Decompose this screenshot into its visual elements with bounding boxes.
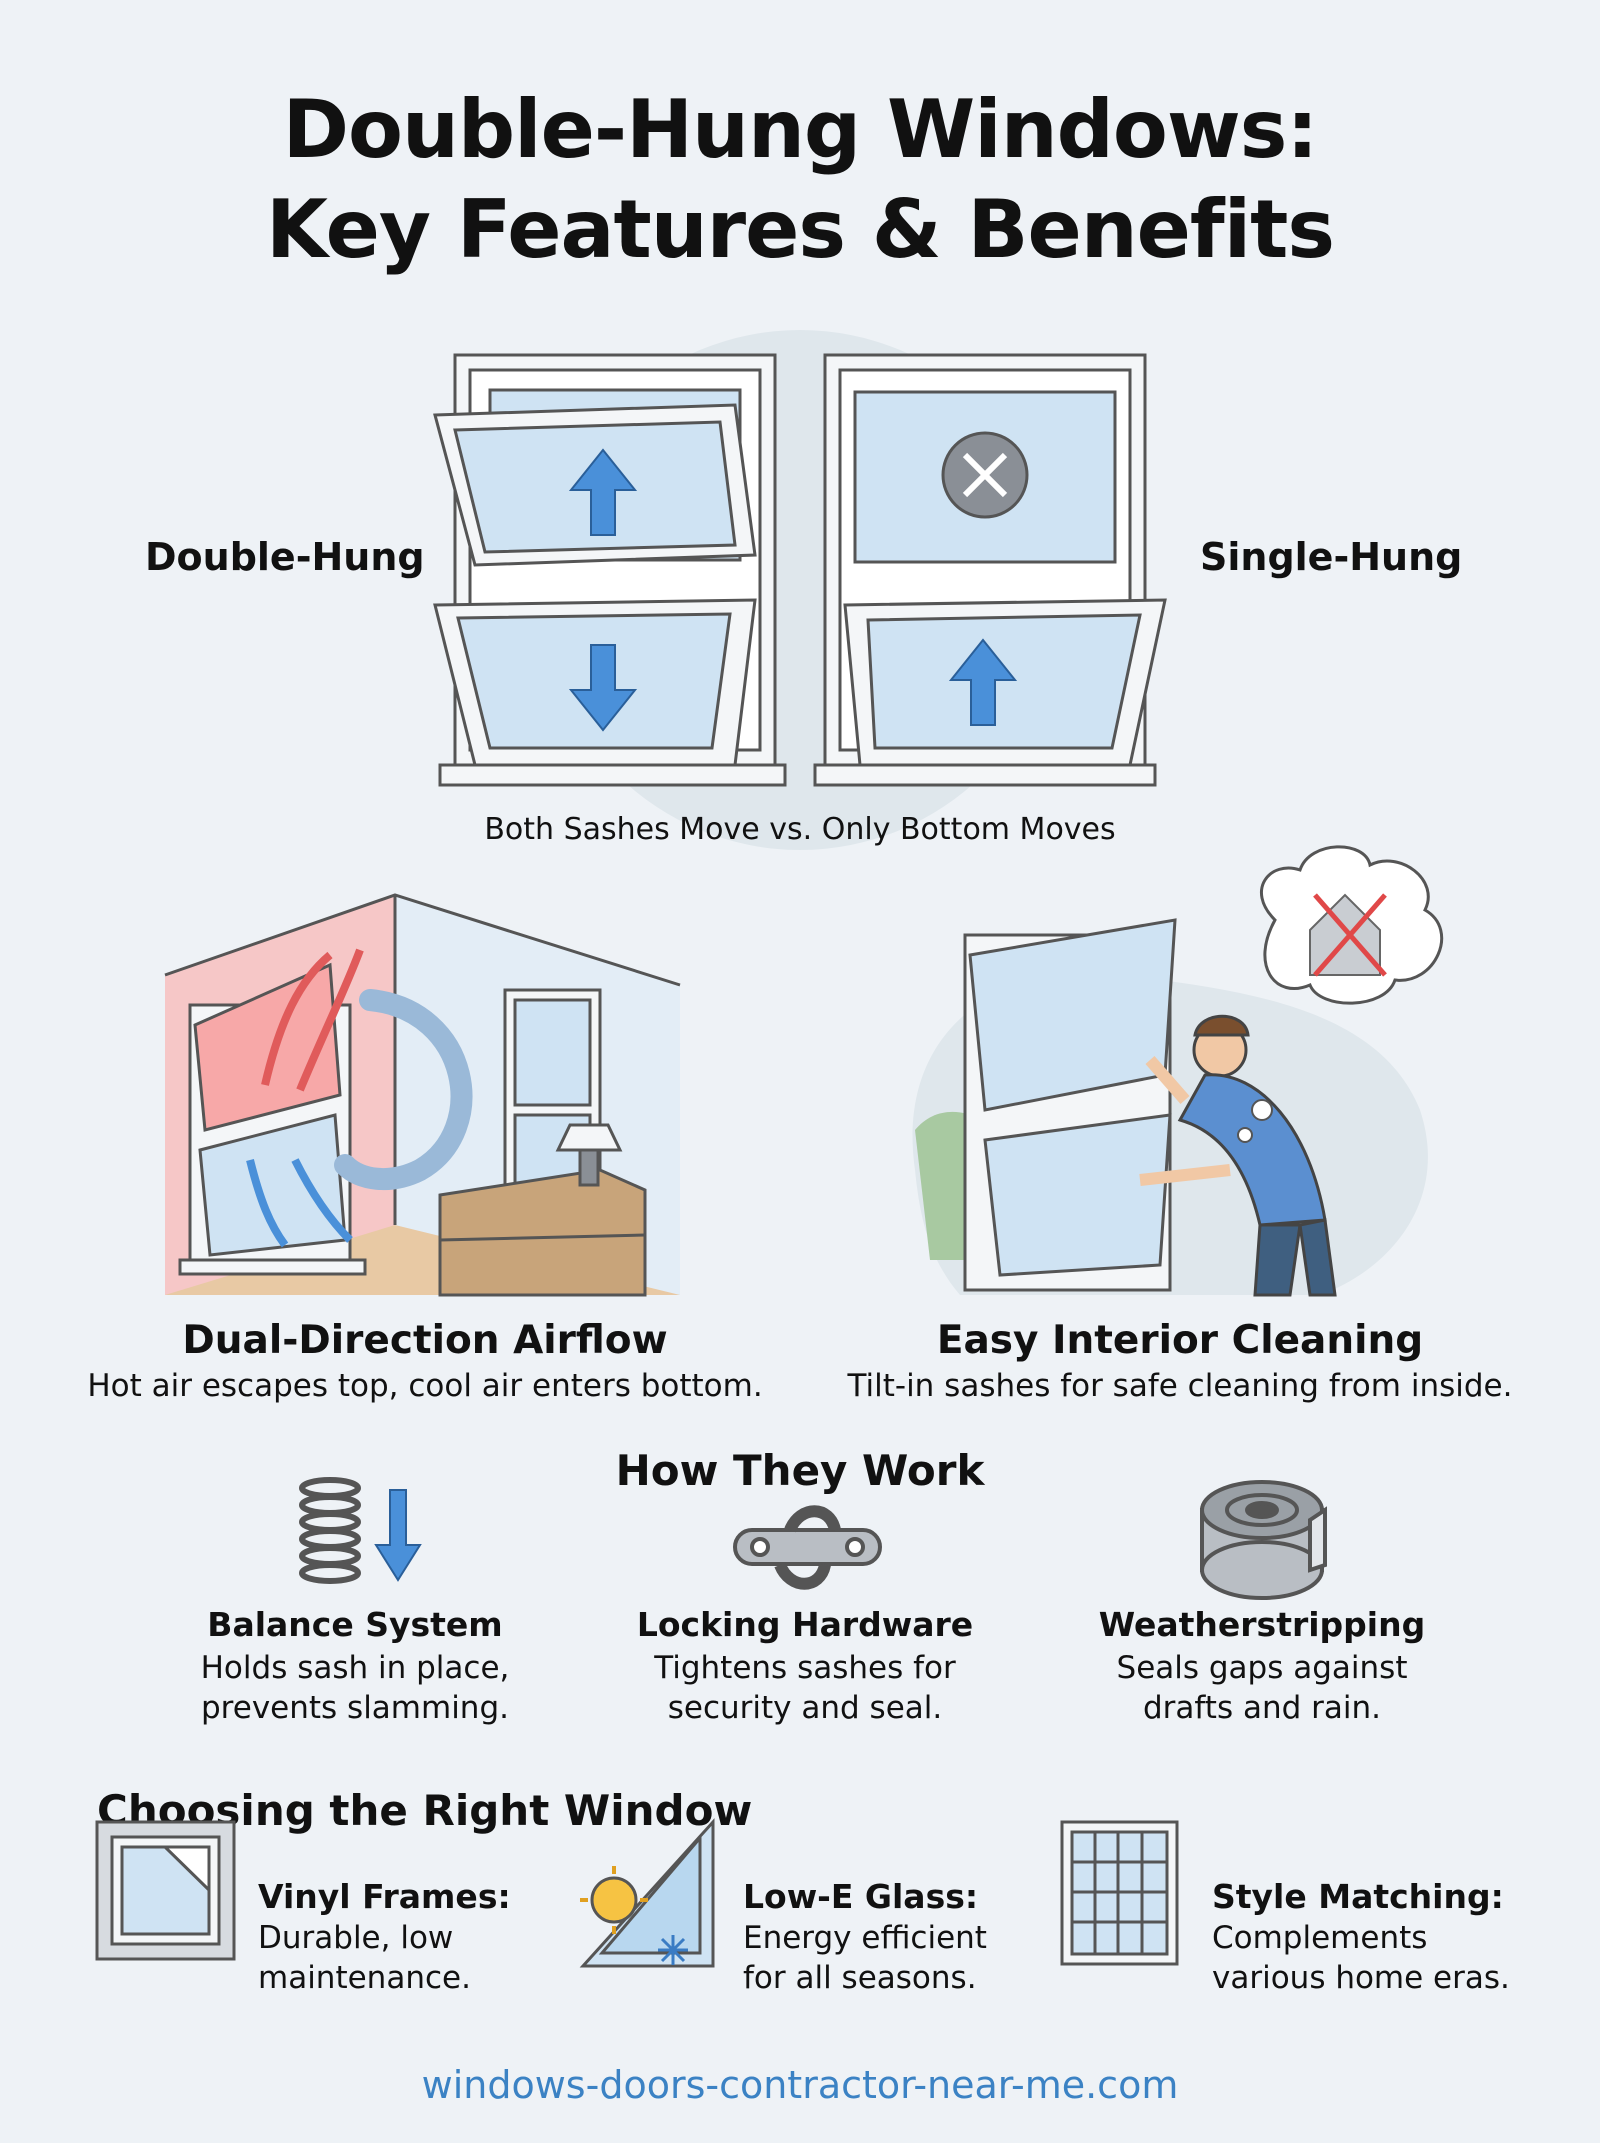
low-e-glass-desc-line-2: for all seasons. xyxy=(743,1960,977,1996)
weatherstrip-roll-icon xyxy=(1200,1480,1327,1600)
down-arrow-icon xyxy=(568,644,638,732)
low-e-glass-desc: Energy efficient for all seasons. xyxy=(743,1918,987,1998)
person-cleaning-icon xyxy=(1139,1014,1337,1297)
locking-hardware-desc: Tightens sashes for security and seal. xyxy=(605,1648,1005,1728)
house-icon xyxy=(1309,893,1381,976)
balance-system-desc-line-2: prevents slamming. xyxy=(201,1690,509,1726)
single-hung-up-arrow-icon xyxy=(948,638,1018,726)
style-matching-desc: Complements various home eras. xyxy=(1212,1918,1510,1998)
how-they-work-icons xyxy=(299,1477,1327,1600)
style-matching-desc-line-2: various home eras. xyxy=(1212,1960,1510,1996)
grid-window-icon xyxy=(1060,1820,1179,1966)
vinyl-frames-desc: Durable, low maintenance. xyxy=(258,1918,471,1998)
up-arrow-icon xyxy=(568,448,638,536)
choosing-icons xyxy=(95,1818,1179,1968)
weatherstripping-desc: Seals gaps against drafts and rain. xyxy=(1062,1648,1462,1728)
airflow-room-illustration xyxy=(164,893,681,1297)
locking-hardware-title: Locking Hardware xyxy=(636,1605,974,1644)
balance-system-desc-line-1: Holds sash in place, xyxy=(200,1650,510,1686)
double-hung-window-icon xyxy=(433,353,787,787)
double-hung-label: Double-Hung xyxy=(145,535,425,579)
spring-down-arrow-icon xyxy=(374,1489,422,1582)
weatherstripping-desc-line-1: Seals gaps against xyxy=(1116,1650,1408,1686)
title-line-2: Key Features & Benefits xyxy=(265,183,1335,276)
double-hung-arrows xyxy=(568,448,638,732)
balance-system-title: Balance System xyxy=(207,1605,503,1644)
feature-desc-airflow: Hot air escapes top, cool air enters bot… xyxy=(87,1368,763,1404)
circulation-arrow-icon xyxy=(334,989,473,1191)
vinyl-frames-title: Vinyl Frames: xyxy=(258,1877,511,1916)
window-comparison-illustration xyxy=(433,330,1167,850)
interior-cleaning-illustration xyxy=(912,845,1444,1297)
footer-website-link[interactable]: windows-doors-contractor-near-me.com xyxy=(421,2063,1179,2107)
vinyl-frame-icon xyxy=(95,1820,236,1961)
thought-bubble-icon xyxy=(1237,845,1444,1143)
snowflake-icon xyxy=(658,1935,688,1965)
balance-system-desc: Holds sash in place, prevents slamming. xyxy=(155,1648,555,1728)
locking-hardware-desc-line-2: security and seal. xyxy=(667,1690,943,1726)
low-e-glass-title: Low-E Glass: xyxy=(743,1877,979,1916)
style-matching-title: Style Matching: xyxy=(1212,1877,1504,1916)
locking-hardware-desc-line-1: Tightens sashes for xyxy=(654,1650,956,1686)
page-title: Double-Hung Windows: Key Features & Bene… xyxy=(0,80,1600,280)
feature-title-airflow: Dual-Direction Airflow xyxy=(182,1318,668,1363)
cool-air-arrows-icon xyxy=(246,1158,353,1248)
hot-air-arrows-icon xyxy=(261,948,364,1092)
style-matching-desc-line-1: Complements xyxy=(1212,1920,1428,1956)
comparison-caption: Both Sashes Move vs. Only Bottom Moves xyxy=(484,812,1116,847)
single-hung-label: Single-Hung xyxy=(1200,535,1463,579)
sun-snow-glass-icon xyxy=(579,1818,715,1968)
locked-sash-icon xyxy=(941,431,1029,519)
how-they-work-heading: How They Work xyxy=(615,1446,985,1495)
weatherstripping-desc-line-2: drafts and rain. xyxy=(1143,1690,1381,1726)
vinyl-frames-desc-line-1: Durable, low xyxy=(258,1920,454,1956)
lock-hardware-icon xyxy=(733,1505,882,1590)
weatherstripping-title: Weatherstripping xyxy=(1098,1605,1426,1644)
vinyl-frames-desc-line-2: maintenance. xyxy=(258,1960,471,1996)
spring-icon xyxy=(299,1477,361,1584)
feature-desc-cleaning: Tilt-in sashes for safe cleaning from in… xyxy=(847,1368,1513,1404)
low-e-glass-desc-line-1: Energy efficient xyxy=(743,1920,987,1956)
title-line-1: Double-Hung Windows: xyxy=(282,83,1319,176)
feature-title-cleaning: Easy Interior Cleaning xyxy=(936,1318,1424,1363)
